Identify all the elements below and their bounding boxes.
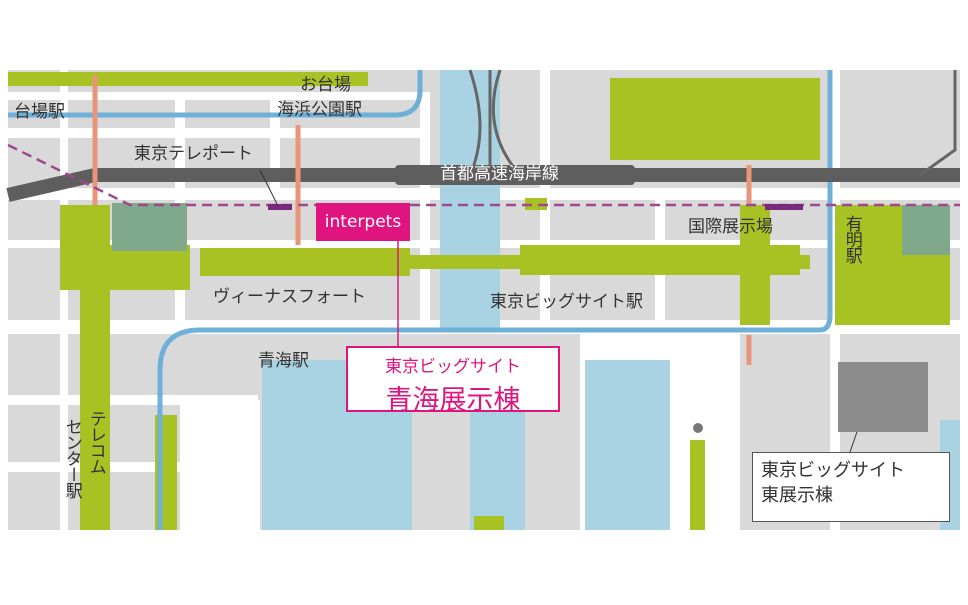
aomi-callout-line2: 青海展示棟 (385, 385, 521, 416)
station-odaiba-line1: お台場 (300, 75, 351, 95)
east-callout-line1: 東京ビッグサイト (761, 460, 905, 481)
aomi-callout-line1: 東京ビッグサイト (385, 357, 521, 377)
teleport-leader (259, 169, 279, 207)
station-kokusai-tenjijo: 国際展示場 (688, 217, 773, 237)
yurikamome-line (8, 70, 833, 530)
east-callout-line2: 東展示棟 (761, 485, 833, 507)
marker-dot (693, 423, 703, 433)
buildings (112, 203, 950, 255)
station-tokyo-teleport: 東京テレポート (134, 144, 253, 164)
station-ariake: 有明駅 (841, 215, 862, 263)
tokyo-teleport-platform (268, 204, 292, 210)
green-areas (8, 72, 950, 530)
east-leader (849, 431, 858, 453)
station-big-sight: 東京ビッグサイト駅 (490, 292, 643, 312)
station-odaiba-line2: 海浜公園駅 (277, 100, 362, 120)
east-hall-building (838, 362, 928, 432)
station-daiba: 台場駅 (14, 102, 65, 122)
east-hall-callout: 東京ビッグサイト 東展示棟 (752, 452, 950, 522)
station-aomi: 青海駅 (258, 351, 309, 371)
interpets-venue-badge: interpets (316, 203, 410, 241)
station-telecom-2: センター駅 (61, 418, 82, 498)
venus-fort-label: ヴィーナスフォート (213, 287, 366, 307)
highway-label: 首都高速海岸線 (440, 164, 559, 184)
highway-label-bg (395, 165, 635, 185)
aomi-hall-callout: 東京ビッグサイト 青海展示棟 (346, 346, 560, 416)
station-telecom-1: テレコム (85, 410, 106, 474)
kokusai-tenjijo-platform (765, 204, 803, 210)
rinkai-line (7, 143, 960, 207)
walking-routes (92, 75, 752, 365)
